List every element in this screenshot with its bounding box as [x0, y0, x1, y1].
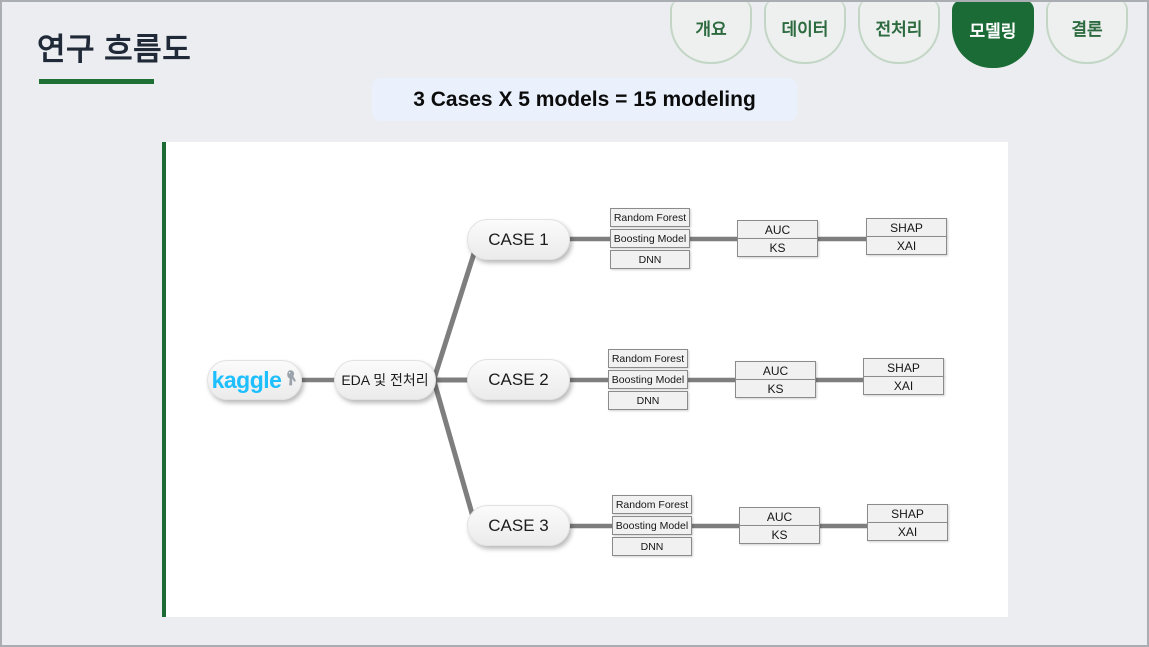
case2-explain-stack: SHAP XAI — [863, 358, 944, 395]
canvas-accent-bar — [162, 142, 166, 617]
explain-box: SHAP — [863, 358, 944, 377]
explain-box: XAI — [866, 236, 947, 255]
case3-model-stack: Random Forest Boosting Model DNN — [612, 495, 692, 556]
case1-node: CASE 1 — [467, 219, 570, 260]
case3-node: CASE 3 — [467, 505, 570, 546]
nav-tabs: 개요 데이터 전처리 모델링 결론 — [670, 2, 1128, 68]
case2-node: CASE 2 — [467, 359, 570, 400]
title-underline — [39, 79, 154, 84]
explain-box: SHAP — [867, 504, 948, 523]
explain-box: SHAP — [866, 218, 947, 237]
metric-box: AUC — [739, 507, 820, 526]
model-box: Boosting Model — [610, 229, 690, 248]
case1-explain-stack: SHAP XAI — [866, 218, 947, 255]
model-box: DNN — [612, 537, 692, 556]
metric-box: KS — [737, 238, 818, 257]
page-title: 연구 흐름도 — [37, 32, 192, 67]
case1-model-stack: Random Forest Boosting Model DNN — [610, 208, 690, 269]
metric-box: AUC — [735, 361, 816, 380]
explain-box: XAI — [863, 376, 944, 395]
model-box: Random Forest — [610, 208, 690, 227]
tab-data[interactable]: 데이터 — [764, 2, 846, 64]
kaggle-logo-text: kaggle — [211, 366, 282, 393]
model-box: Random Forest — [612, 495, 692, 514]
tab-modeling[interactable]: 모델링 — [952, 2, 1034, 68]
tab-overview[interactable]: 개요 — [670, 2, 752, 64]
metric-box: KS — [735, 379, 816, 398]
model-box: Boosting Model — [612, 516, 692, 535]
model-box: DNN — [608, 391, 688, 410]
tab-preprocessing[interactable]: 전처리 — [858, 2, 940, 64]
tab-conclusion[interactable]: 결론 — [1046, 2, 1128, 64]
explain-box: XAI — [867, 522, 948, 541]
case2-metric-stack: AUC KS — [735, 361, 816, 398]
metric-box: AUC — [737, 220, 818, 239]
model-box: Boosting Model — [608, 370, 688, 389]
case3-explain-stack: SHAP XAI — [867, 504, 948, 541]
case1-metric-stack: AUC KS — [737, 220, 818, 257]
model-box: DNN — [610, 250, 690, 269]
eda-node: EDA 및 전처리 — [334, 360, 436, 400]
case2-model-stack: Random Forest Boosting Model DNN — [608, 349, 688, 410]
flow-diagram-canvas: kaggle EDA 및 전처리 CASE 1 Random Forest Bo… — [166, 142, 1008, 617]
kaggle-node: kaggle — [207, 360, 302, 400]
kaggle-goose-icon — [284, 369, 297, 392]
summary-banner: 3 Cases X 5 models = 15 modeling — [372, 78, 797, 121]
model-box: Random Forest — [608, 349, 688, 368]
metric-box: KS — [739, 525, 820, 544]
case3-metric-stack: AUC KS — [739, 507, 820, 544]
